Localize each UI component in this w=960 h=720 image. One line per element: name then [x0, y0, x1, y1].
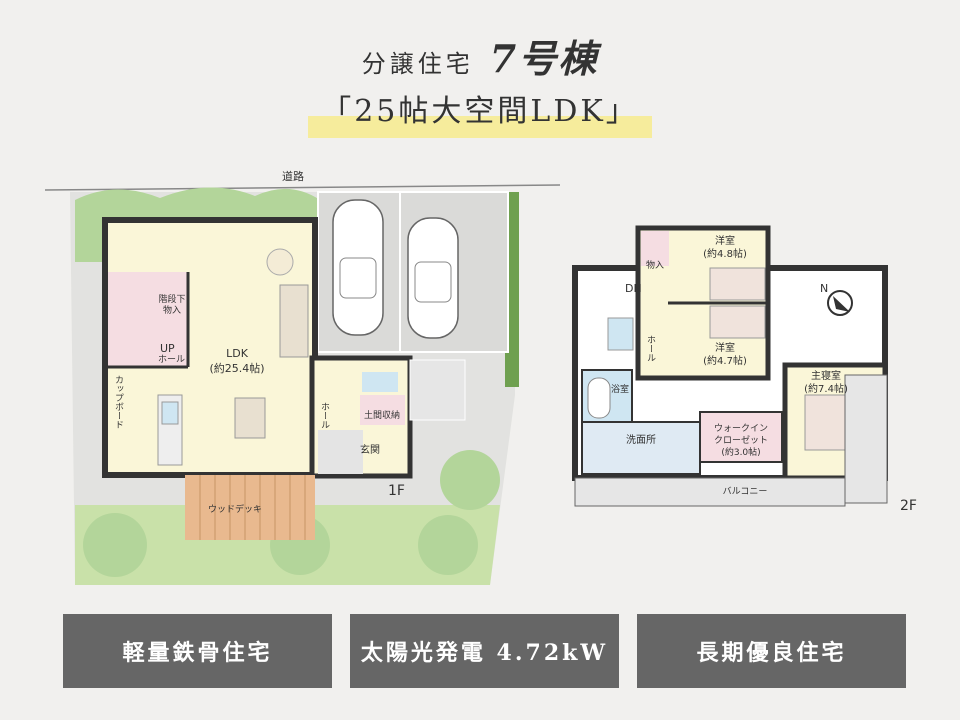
hall-small-label: ホール — [158, 354, 185, 365]
compass-circle — [827, 290, 853, 316]
road-label: 道路 — [282, 169, 304, 183]
road-line — [44, 184, 561, 191]
toilet-2f — [607, 317, 634, 351]
compass-label: N — [820, 282, 828, 295]
building-2f — [572, 225, 888, 507]
room2-size-label: (約4.7帖) — [703, 354, 747, 367]
bed-2 — [709, 305, 766, 339]
storage-room — [641, 231, 669, 266]
floor-1f-label: 1F — [388, 483, 405, 499]
sofa — [279, 284, 309, 358]
entrance-floor — [318, 430, 363, 474]
tree — [83, 513, 147, 577]
wic-label-2: クローゼット — [714, 434, 768, 446]
entrance-label: 玄関 — [360, 443, 380, 456]
bed-1 — [709, 267, 766, 301]
hall-2f-label: ホール — [645, 335, 656, 362]
car-1-window — [339, 257, 377, 299]
feature-bar: 軽量鉄骨住宅 太陽光発電 4.72kW 長期優良住宅 — [63, 614, 906, 688]
bath-label: 浴室 — [611, 383, 629, 395]
side-table — [266, 248, 294, 276]
floor-2f-label: 2F — [900, 498, 917, 514]
title-prefix: 分譲住宅 — [361, 50, 474, 78]
storage-label: 物入 — [646, 259, 664, 271]
car-2 — [407, 217, 459, 339]
stair-storage-label-1: 階段下 — [158, 293, 185, 305]
balcony — [574, 477, 846, 507]
car-2-window — [414, 261, 452, 303]
balcony-label: バルコニー — [723, 486, 768, 497]
tree — [440, 450, 500, 510]
hall-label: ホール — [319, 402, 330, 429]
parking-area — [317, 191, 509, 353]
building-number: 7号棟 — [489, 36, 599, 81]
up-label: UP — [160, 342, 175, 355]
feature-solar: 太陽光発電 4.72kW — [350, 614, 619, 688]
ldk-label: LDK — [226, 347, 249, 360]
room1-label: 洋室 — [715, 234, 735, 247]
deck-label: ウッドデッキ — [208, 503, 262, 515]
toilet — [362, 372, 398, 392]
balcony-side — [844, 374, 888, 504]
tree — [418, 515, 478, 575]
subtitle: 「25帖大空間LDK」 — [321, 94, 639, 129]
building-1f — [102, 217, 466, 540]
subtitle-highlight — [308, 116, 652, 138]
doma-storage-label: 土間収納 — [364, 409, 400, 421]
title-line: 分譲住宅 7号棟 — [362, 28, 598, 83]
cupboard-label: カップボード — [113, 375, 124, 429]
stair-storage-label-2: 物入 — [163, 304, 181, 316]
sink — [161, 401, 179, 425]
master-size-label: (約7.4帖) — [804, 382, 848, 395]
car-1 — [332, 199, 384, 336]
title-block: 分譲住宅 7号棟 — [0, 28, 960, 83]
dn-label: DN — [625, 282, 642, 295]
wic-label-1: ウォークイン — [714, 423, 768, 434]
stair-area — [108, 272, 188, 367]
wood-deck — [185, 475, 315, 540]
room1-size-label: (約4.8帖) — [703, 247, 747, 260]
subtitle-block: 「25帖大空間LDK」 — [308, 88, 652, 138]
deck-boards — [199, 475, 306, 540]
compass: N — [820, 282, 853, 316]
feature-light-steel: 軽量鉄骨住宅 — [63, 614, 332, 688]
compass-needle — [833, 296, 850, 312]
wic-size-label: (約3.0帖) — [721, 446, 760, 458]
room2-label: 洋室 — [715, 341, 735, 354]
walk-in-closet — [699, 411, 783, 463]
ldk-size-label: (約25.4帖) — [209, 361, 264, 375]
bathtub — [587, 377, 611, 419]
doma-storage-room — [360, 395, 405, 425]
bike-area — [409, 359, 466, 421]
master-label: 主寝室 — [811, 369, 841, 382]
washroom-label: 洗面所 — [626, 434, 656, 446]
dining-table — [234, 397, 266, 439]
washroom-room — [581, 421, 701, 475]
feature-long-term: 長期優良住宅 — [637, 614, 906, 688]
